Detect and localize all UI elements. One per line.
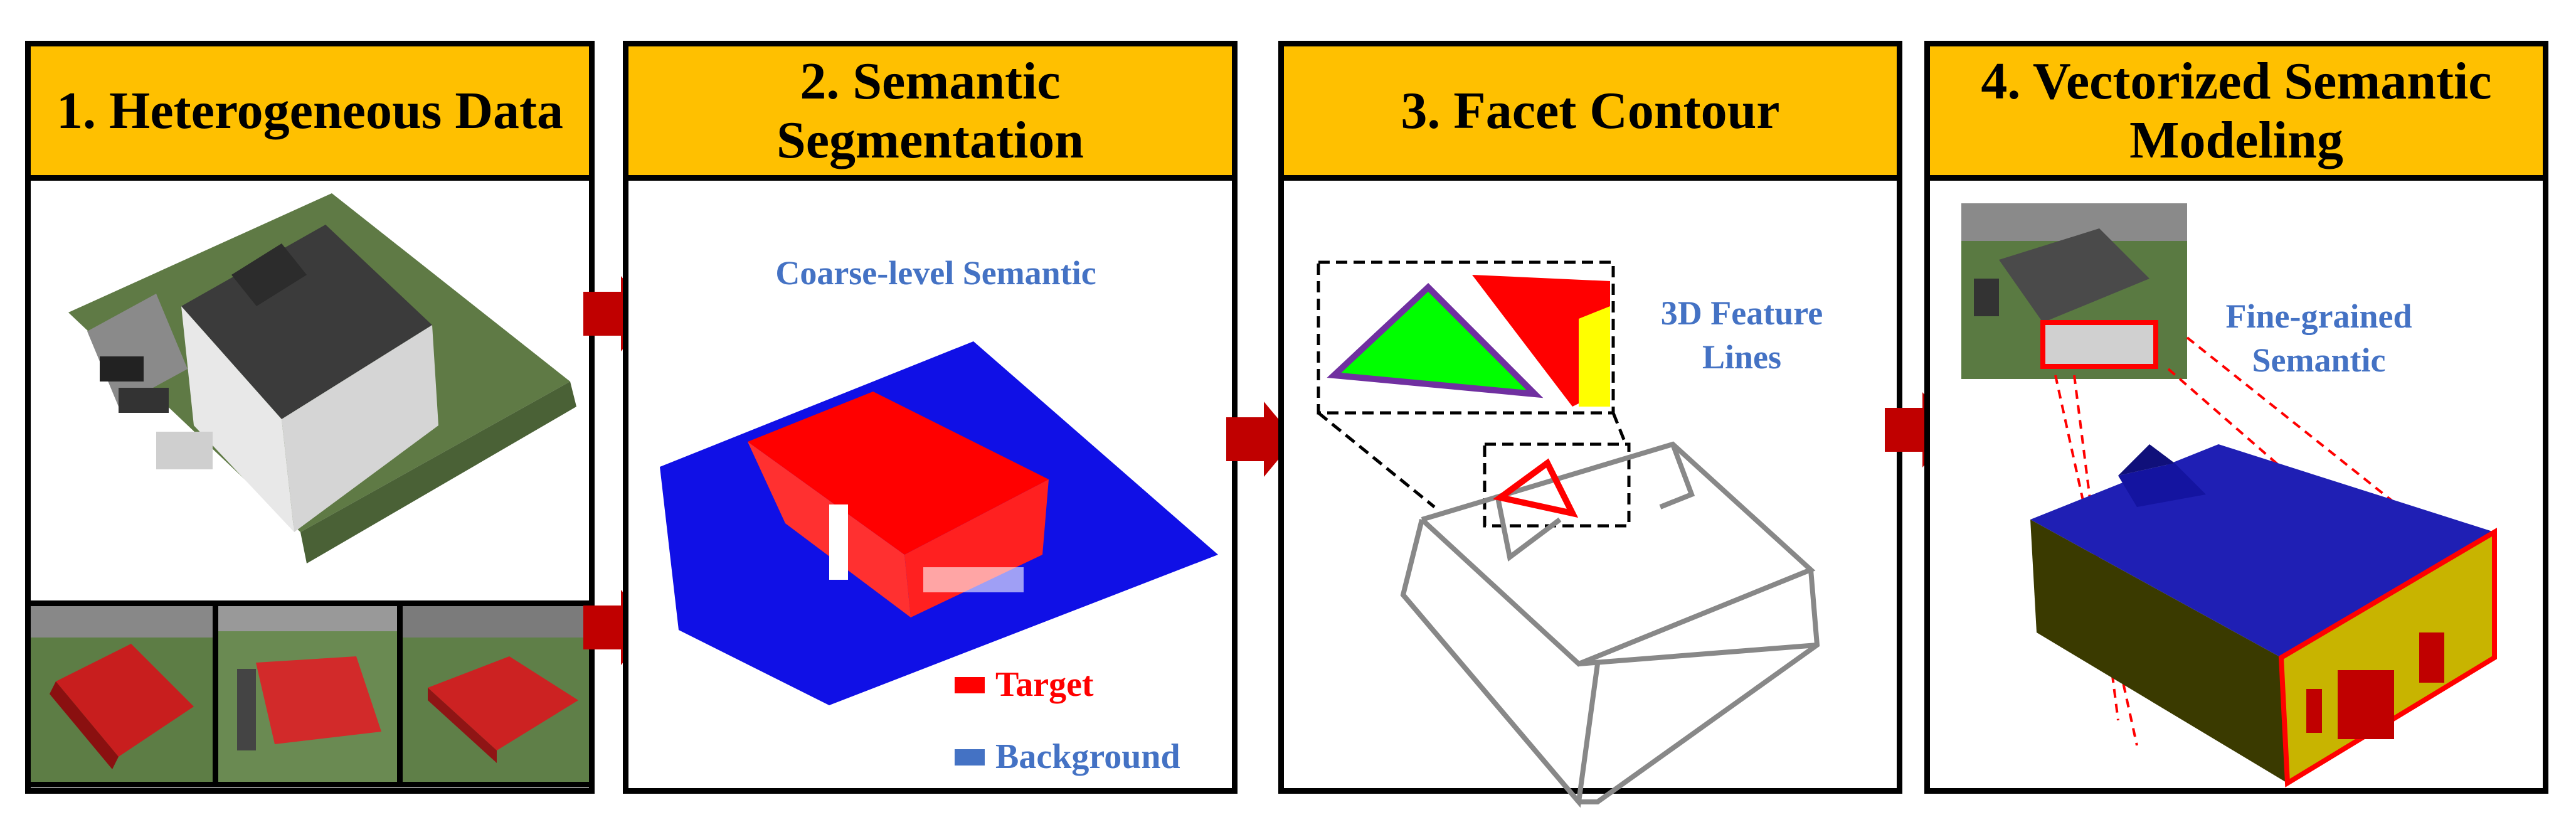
- segmented-point-cloud: [660, 341, 1218, 705]
- drone-photo-2: [218, 606, 397, 782]
- panel-title-text: 1. Heterogeneous Data: [56, 81, 563, 140]
- photo-divider: [397, 606, 403, 782]
- panel-vectorized-modeling: 4. Vectorized Semantic Modeling Fine-gra…: [1924, 41, 2548, 794]
- separator-line: [31, 782, 589, 787]
- panel-title: 3. Facet Contour: [1284, 46, 1897, 181]
- vectorized-model: [2030, 336, 2497, 787]
- coarse-level-label: Coarse-level Semantic: [775, 254, 1096, 292]
- panel-title-line2: Segmentation: [777, 110, 1084, 169]
- point-cloud-image: [68, 193, 576, 563]
- fine-grained-label: Fine-grained Semantic: [2193, 294, 2444, 382]
- legend-swatch-target: [955, 677, 985, 693]
- photo-inset: [1961, 203, 2187, 379]
- feature-lines-label-line2: Lines: [1702, 338, 1782, 376]
- panel-heterogeneous-data: 1. Heterogeneous Data: [25, 41, 595, 794]
- wireframe-model: [1317, 260, 1820, 808]
- panel-title: 1. Heterogeneous Data: [31, 46, 589, 181]
- drone-photo-1: [31, 606, 213, 782]
- photo-divider: [213, 606, 218, 782]
- panel-title: 2. Semantic Segmentation: [628, 46, 1232, 181]
- drone-photo-3: [403, 606, 589, 782]
- legend-label-background: Background: [995, 737, 1180, 776]
- legend-label-target: Target: [995, 665, 1094, 704]
- fine-grained-label-line1: Fine-grained: [2225, 297, 2412, 335]
- legend-swatch-background: [955, 749, 985, 766]
- separator-line: [31, 600, 589, 606]
- feature-lines-label-line1: 3D Feature: [1660, 294, 1823, 332]
- panel-title: 4. Vectorized Semantic Modeling: [1930, 46, 2543, 181]
- arrow-right-icon: [1226, 402, 1295, 477]
- panel-title-text: 3. Facet Contour: [1401, 81, 1780, 140]
- panel-semantic-segmentation: 2. Semantic Segmentation Coarse-level Se…: [623, 41, 1238, 794]
- feature-lines-label: 3D Feature Lines: [1635, 291, 1848, 379]
- panel-title-line2: Modeling: [2129, 110, 2343, 169]
- panel-facet-contour: 3. Facet Contour 3D Feature Lines: [1278, 41, 1902, 808]
- fine-grained-label-line2: Semantic: [2252, 341, 2386, 379]
- panel-title-line1: 4. Vectorized Semantic: [1981, 51, 2492, 110]
- panel-title-line1: 2. Semantic: [800, 51, 1061, 110]
